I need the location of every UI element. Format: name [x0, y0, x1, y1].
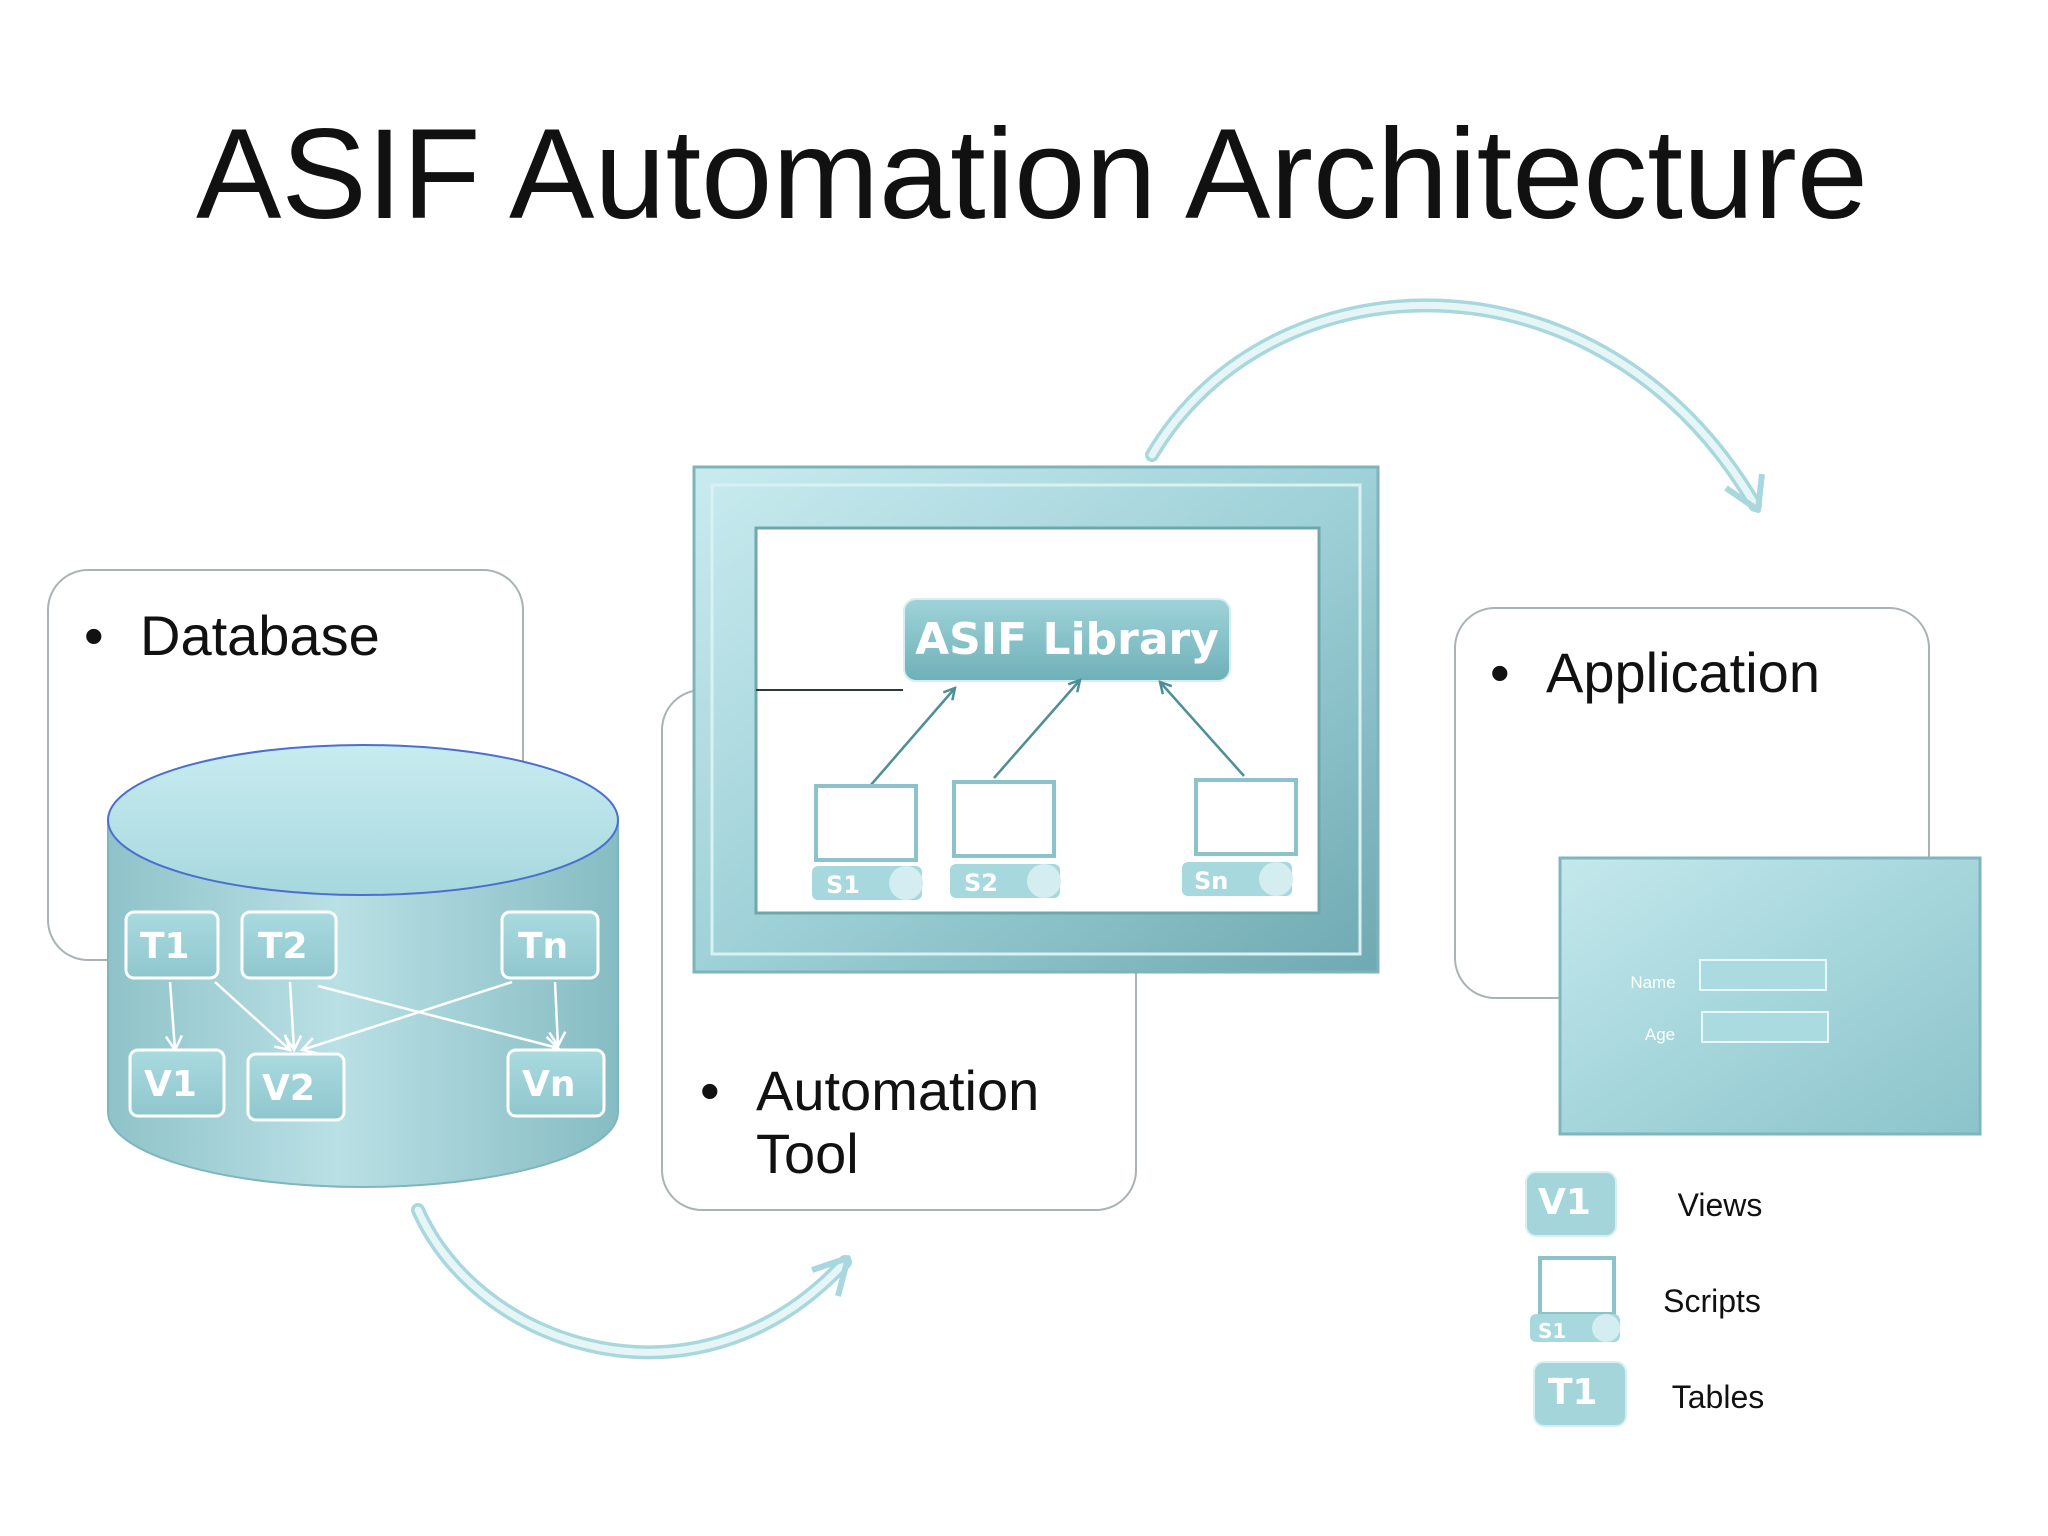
svg-text:Views: Views — [1678, 1187, 1763, 1223]
svg-text:Sn: Sn — [1194, 867, 1228, 895]
legend-item-tables: T1 Tables — [1533, 1361, 1765, 1427]
legend: V1 Views S1 Scripts T1 Tables — [1525, 1171, 1765, 1427]
svg-text:•: • — [1490, 641, 1510, 704]
age-field-label: Age — [1645, 1025, 1675, 1044]
svg-text:•: • — [84, 604, 104, 667]
table-node: Tn — [500, 910, 600, 980]
flow-arrow-tool-to-app — [1145, 298, 1765, 513]
svg-text:V1: V1 — [1538, 1182, 1591, 1223]
automation-tool-panel-label: • Automation Tool — [700, 1059, 1039, 1185]
svg-text:V1: V1 — [144, 1064, 197, 1105]
view-node: V1 — [128, 1048, 226, 1118]
svg-text:S1: S1 — [1538, 1319, 1566, 1343]
name-field[interactable] — [1699, 959, 1827, 991]
svg-text:Application: Application — [1546, 641, 1820, 704]
svg-text:S2: S2 — [964, 869, 998, 897]
svg-text:T1: T1 — [1548, 1372, 1598, 1413]
svg-text:Scripts: Scripts — [1663, 1283, 1761, 1319]
script-library-arrows — [869, 680, 1245, 787]
application-panel-label: • Application — [1490, 641, 1820, 704]
name-field-label: Name — [1630, 973, 1675, 992]
svg-text:T2: T2 — [258, 926, 308, 967]
svg-text:Database: Database — [140, 604, 380, 667]
view-node: V2 — [246, 1052, 346, 1122]
svg-text:•: • — [700, 1059, 720, 1122]
legend-item-scripts: S1 Scripts — [1530, 1256, 1761, 1343]
svg-text:Vn: Vn — [522, 1064, 576, 1105]
table-view-arrows — [170, 980, 558, 1050]
script-node: S2 — [950, 780, 1061, 898]
flow-arrow-db-to-tool — [411, 1203, 852, 1360]
view-node: Vn — [506, 1048, 606, 1118]
table-node: T2 — [240, 910, 338, 980]
svg-text:Tn: Tn — [518, 926, 568, 967]
svg-text:V2: V2 — [262, 1068, 315, 1109]
application-form: Name Age — [1558, 856, 1982, 1136]
age-field[interactable] — [1701, 1011, 1829, 1043]
database-panel-label: • Database — [84, 604, 380, 667]
svg-text:T1: T1 — [140, 926, 190, 967]
table-node: T1 — [124, 910, 220, 980]
legend-item-views: V1 Views — [1525, 1171, 1763, 1237]
page-title: ASIF Automation Architecture — [196, 103, 1868, 246]
svg-text:S1: S1 — [826, 871, 860, 899]
svg-text:Tables: Tables — [1672, 1379, 1765, 1415]
svg-text:ASIF Library: ASIF Library — [915, 614, 1219, 665]
database-cylinder — [107, 744, 619, 1188]
script-node: Sn — [1182, 778, 1298, 896]
svg-text:Tool: Tool — [756, 1122, 859, 1185]
script-node: S1 — [812, 784, 923, 900]
asif-library-block: ASIF Library — [903, 598, 1231, 682]
svg-text:Automation: Automation — [756, 1059, 1039, 1122]
